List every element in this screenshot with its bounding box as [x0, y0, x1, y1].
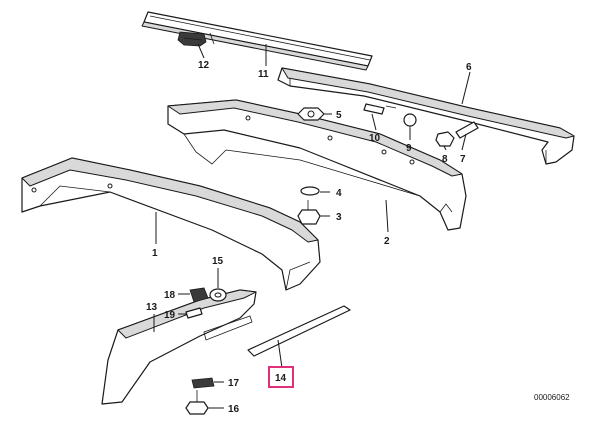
label-17[interactable]: 17	[228, 378, 240, 389]
part-4-washer[interactable]	[300, 186, 320, 196]
drawing-code: 00006062	[534, 393, 570, 402]
label-13[interactable]: 13	[146, 302, 158, 313]
part-1-bumper-cover-left[interactable]	[21, 157, 321, 291]
label-18[interactable]: 18	[164, 290, 176, 301]
label-7[interactable]: 7	[460, 154, 466, 165]
part-15-grommet[interactable]	[209, 288, 227, 302]
part-16-nut[interactable]	[185, 390, 209, 415]
part-8-nut[interactable]	[435, 131, 455, 147]
part-19-screw[interactable]	[185, 307, 203, 319]
part-12-clip[interactable]	[177, 31, 215, 47]
label-9[interactable]: 9	[406, 143, 412, 154]
part-11-trim-strip[interactable]	[141, 11, 373, 71]
label-6[interactable]: 6	[466, 62, 472, 73]
label-10[interactable]: 10	[369, 133, 381, 144]
part-10-screw[interactable]	[363, 103, 397, 115]
part-14-moulding-strip[interactable]	[247, 305, 351, 357]
label-16[interactable]: 16	[228, 404, 240, 415]
label-2[interactable]: 2	[384, 236, 390, 247]
label-1[interactable]: 1	[152, 248, 158, 259]
part-5-nut[interactable]	[297, 107, 325, 121]
part-6-bumper-right[interactable]	[277, 67, 575, 165]
leader-lines	[153, 43, 471, 409]
part-3-nut[interactable]	[297, 200, 321, 225]
part-17-clip[interactable]	[191, 377, 215, 389]
part-labels: 12 11 6 5 10 9 8 7 4 3 2 1 15 18 13 19 1…	[146, 60, 570, 415]
label-14[interactable]: 14	[275, 373, 287, 384]
part-7-screw[interactable]	[455, 121, 479, 139]
label-8[interactable]: 8	[442, 154, 448, 165]
label-5[interactable]: 5	[336, 110, 342, 121]
label-15[interactable]: 15	[212, 256, 224, 267]
label-4[interactable]: 4	[336, 188, 342, 199]
label-19[interactable]: 19	[164, 310, 176, 321]
label-12[interactable]: 12	[198, 60, 210, 71]
part-18-clip[interactable]	[189, 287, 209, 303]
label-3[interactable]: 3	[336, 212, 342, 223]
highlight-box-14	[268, 366, 294, 388]
label-11[interactable]: 11	[258, 69, 269, 80]
